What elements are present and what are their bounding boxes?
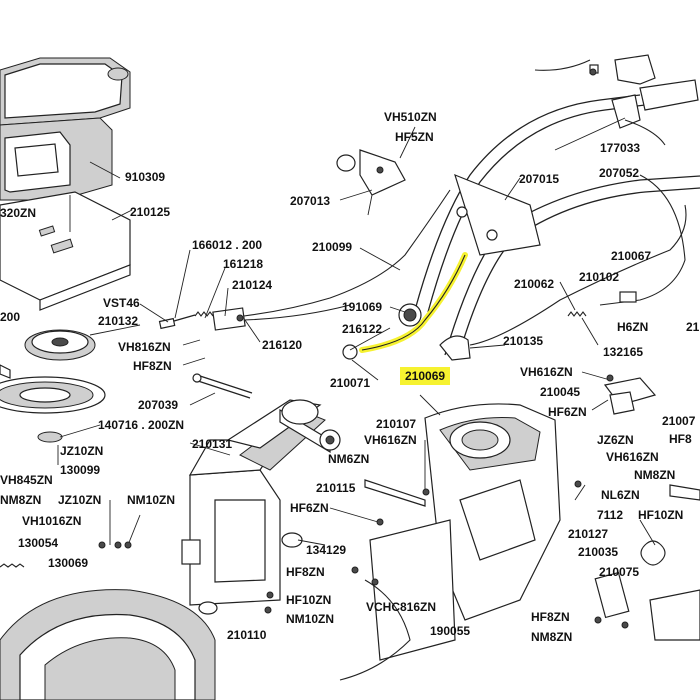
bracket-207013 xyxy=(336,149,406,216)
label-VCHC816ZN: VCHC816ZN xyxy=(366,600,437,614)
cable-210099 xyxy=(243,189,451,317)
label-VH616ZN-b: VH616ZN xyxy=(520,365,573,379)
label-HF6ZN-b: HF6ZN xyxy=(548,405,587,419)
label-210115: 210115 xyxy=(316,481,356,495)
cable-210069-core xyxy=(361,254,466,351)
label-166012: 166012 . 200 xyxy=(192,238,263,252)
label-210099: 210099 xyxy=(312,240,353,254)
label-HF8ZN-a: HF8ZN xyxy=(133,359,172,373)
label-HF6ZN-a: HF6ZN xyxy=(290,501,329,515)
label-VH845ZN: VH845ZN xyxy=(0,473,53,487)
label-134129: 134129 xyxy=(306,543,347,557)
cable-190055 xyxy=(339,579,411,681)
spring-130069 xyxy=(0,563,25,568)
label-132165: 132165 xyxy=(603,345,644,359)
label-130054: 130054 xyxy=(18,536,59,550)
label-210062: 210062 xyxy=(514,277,555,291)
roller-bar xyxy=(279,399,341,454)
label-21007-partial: 21007 xyxy=(662,414,696,428)
hardware-fasteners xyxy=(98,68,629,629)
engine-deck-plate xyxy=(0,191,131,311)
label-VH510ZN: VH510ZN xyxy=(384,110,437,124)
front-housing xyxy=(369,403,561,661)
label-207052: 207052 xyxy=(599,166,640,180)
label-177033: 177033 xyxy=(600,141,641,155)
label-21-partial: 21 xyxy=(686,320,700,334)
label-NM10ZN-b: NM10ZN xyxy=(286,612,335,626)
label-210069-highlighted: 210069 xyxy=(400,367,451,385)
label-190055: 190055 xyxy=(430,624,471,638)
label-VH816ZN: VH816ZN xyxy=(118,340,171,354)
lever-177033 xyxy=(534,54,699,146)
label-HF10ZN-a: HF10ZN xyxy=(286,593,332,607)
label-161218: 161218 xyxy=(223,257,264,271)
label-H6ZN: H6ZN xyxy=(617,320,649,334)
label-191069: 191069 xyxy=(342,300,383,314)
label-216120: 216120 xyxy=(262,338,303,352)
label-HF8-partial: HF8 xyxy=(669,432,692,446)
label-210075: 210075 xyxy=(599,565,640,579)
label-210135: 210135 xyxy=(503,334,544,348)
label-210132: 210132 xyxy=(98,314,139,328)
label-910309: 910309 xyxy=(125,170,166,184)
chain-210075 xyxy=(594,484,700,641)
label-320ZN: 320ZN xyxy=(0,206,37,220)
cable-210099b xyxy=(243,304,351,321)
label-210127: 210127 xyxy=(568,527,609,541)
spring-210062 xyxy=(567,291,637,317)
label-NM6ZN: NM6ZN xyxy=(328,452,370,466)
leader-lines xyxy=(59,117,656,546)
label-VH1016ZN: VH1016ZN xyxy=(22,514,82,528)
label-NM10ZN-a: NM10ZN xyxy=(127,493,176,507)
label-210045: 210045 xyxy=(540,385,581,399)
engine-block xyxy=(0,57,131,201)
label-140716: 140716 . 200ZN xyxy=(98,418,185,432)
label-207013: 207013 xyxy=(290,194,331,208)
label-210107: 210107 xyxy=(376,417,417,431)
rod-207039 xyxy=(192,373,253,399)
label-210125: 210125 xyxy=(130,205,171,219)
label-HF8ZN-b: HF8ZN xyxy=(286,565,325,579)
label-210131: 210131 xyxy=(192,437,233,451)
label-7112: 7112 xyxy=(597,508,624,522)
label-210110: 210110 xyxy=(227,628,267,642)
label-JZ6ZN: JZ6ZN xyxy=(597,433,634,447)
label-HF8ZN-c: HF8ZN xyxy=(531,610,570,624)
label-210035: 210035 xyxy=(578,545,619,559)
rod-166012 xyxy=(158,307,246,331)
label-207039: 207039 xyxy=(138,398,179,412)
label-VH616ZN-c: VH616ZN xyxy=(606,450,659,464)
label-JZ10ZN-a: JZ10ZN xyxy=(60,444,104,458)
label-210067: 210067 xyxy=(611,249,652,263)
label-NM8ZN-a: NM8ZN xyxy=(0,493,42,507)
label-NL6ZN: NL6ZN xyxy=(601,488,640,502)
label-200: 200 xyxy=(0,310,21,324)
label-210102: 210102 xyxy=(579,270,620,284)
plate-210115 xyxy=(364,479,426,507)
label-HF10ZN-b: HF10ZN xyxy=(638,508,684,522)
cable-210067 xyxy=(599,174,686,306)
label-HF5ZN: HF5ZN xyxy=(395,130,434,144)
label-210071: 210071 xyxy=(330,376,371,390)
label-NM8ZN-b: NM8ZN xyxy=(634,468,676,482)
label-VST46: VST46 xyxy=(103,296,140,310)
label-130069: 130069 xyxy=(48,556,89,570)
label-210124: 210124 xyxy=(232,278,273,292)
bracket-210045 xyxy=(603,377,657,415)
label-JZ10ZN-b: JZ10ZN xyxy=(58,493,102,507)
label-216122: 216122 xyxy=(342,322,383,336)
label-NM8ZN-c: NM8ZN xyxy=(531,630,573,644)
handle-tube-207015 xyxy=(414,94,700,359)
pulley-assembly xyxy=(0,329,106,465)
label-130099: 130099 xyxy=(60,463,101,477)
label-VH616ZN-a: VH616ZN xyxy=(364,433,417,447)
label-207015: 207015 xyxy=(519,172,560,186)
mower-deck xyxy=(0,589,216,700)
